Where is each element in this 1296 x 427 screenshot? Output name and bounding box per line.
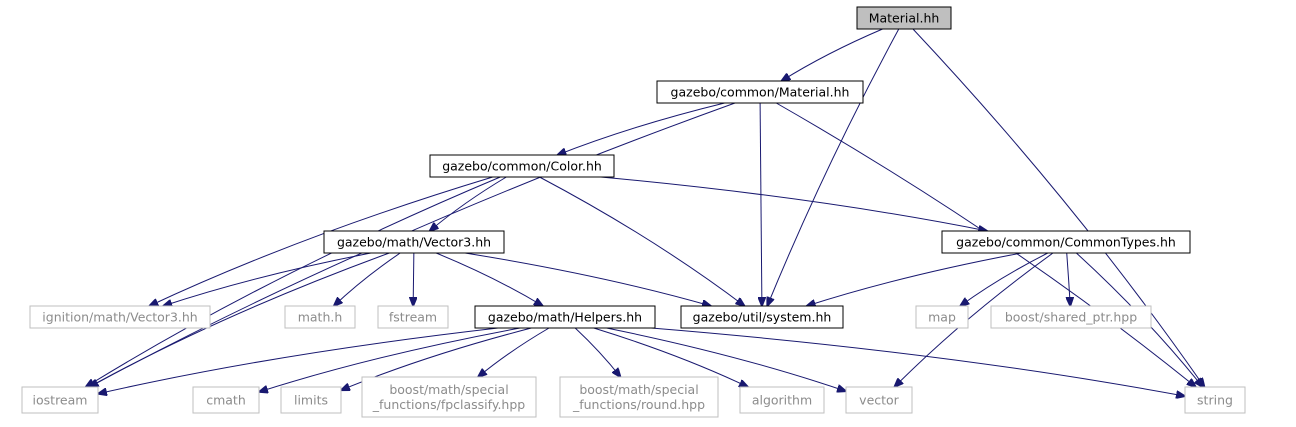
node-round: boost/math/special_functions/round.hpp — [559, 376, 719, 418]
edge-math_helpers-to-cmath — [259, 327, 521, 392]
edge-math_helpers-to-fpclassify — [478, 327, 550, 377]
node-label: ignition/math/Vector3.hh — [42, 310, 197, 325]
node-box — [915, 305, 969, 329]
edge-common_color-to-ign_vector3 — [149, 176, 493, 306]
node-box — [845, 386, 913, 414]
node-box — [280, 386, 342, 414]
node-layer: Material.hh gazebo/common/Material.hh gaze… — [21, 6, 1246, 418]
node-box — [29, 305, 211, 329]
node-map: map — [915, 305, 969, 329]
node-label: gazebo/util/system.hh — [693, 310, 832, 325]
edge-math_vector3-to-ign_vector3 — [163, 252, 371, 306]
node-label: map — [928, 310, 956, 325]
edge-math_helpers-to-vector — [606, 327, 846, 391]
edge-math_vector3-to-math_helpers — [435, 252, 543, 306]
edge-material_hh-to-util_system — [767, 28, 900, 306]
node-math_vector3[interactable]: gazebo/math/Vector3.hh — [323, 230, 505, 254]
edge-common_material-to-util_system — [760, 102, 762, 306]
edge-math_vector3-to-math_h — [334, 252, 401, 306]
edge-common_types-to-map — [960, 252, 1049, 306]
edge-math_helpers-to-algorithm — [593, 327, 748, 387]
node-box — [429, 154, 615, 178]
node-common_types[interactable]: gazebo/common/CommonTypes.hh — [941, 230, 1191, 254]
edge-common_color-to-util_system — [539, 176, 744, 306]
node-label: gazebo/math/Helpers.hh — [488, 310, 642, 325]
edge-material_hh-to-string — [912, 28, 1204, 387]
node-box — [21, 386, 99, 414]
node-label: gazebo/common/Material.hh — [671, 85, 850, 100]
node-vector: vector — [845, 386, 913, 414]
node-common_material[interactable]: gazebo/common/Material.hh — [656, 80, 864, 104]
node-label: math.h — [298, 310, 343, 325]
edge-common_color-to-math_vector3 — [430, 176, 507, 231]
node-box — [1184, 386, 1246, 414]
node-util_system[interactable]: gazebo/util/system.hh — [680, 305, 844, 329]
node-box — [990, 305, 1152, 329]
node-label: boost/math/special — [579, 382, 698, 397]
edge-common_types-to-util_system — [807, 252, 1022, 306]
edge-math_helpers-to-round — [574, 327, 620, 377]
node-label: gazebo/common/Color.hh — [442, 159, 602, 174]
node-box — [680, 305, 844, 329]
node-label: algorithm — [752, 393, 812, 408]
node-box — [474, 305, 656, 329]
node-string: string — [1184, 386, 1246, 414]
edge-common_types-to-vector — [894, 252, 1054, 387]
node-label: _functions/round.hpp — [572, 397, 705, 412]
node-label: string — [1197, 393, 1233, 408]
edge-math_vector3-to-util_system — [464, 252, 711, 306]
node-label: gazebo/math/Vector3.hh — [337, 235, 491, 250]
node-label: Material.hh — [869, 11, 940, 26]
node-fstream: fstream — [377, 305, 449, 329]
edge-math_helpers-to-string — [651, 327, 1185, 396]
node-box — [323, 230, 505, 254]
node-label: cmath — [206, 393, 246, 408]
node-common_color[interactable]: gazebo/common/Color.hh — [429, 154, 615, 178]
node-box — [739, 386, 825, 414]
node-cmath: cmath — [192, 386, 260, 414]
node-ign_vector3: ignition/math/Vector3.hh — [29, 305, 211, 329]
edge-common_material-to-common_color — [557, 102, 725, 155]
node-algorithm: algorithm — [739, 386, 825, 414]
node-box — [377, 305, 449, 329]
node-label: limits — [294, 393, 328, 408]
edge-math_vector3-to-iostream — [89, 252, 390, 387]
edge-common_color-to-common_types — [600, 176, 988, 231]
node-fpclassify: boost/math/special_functions/fpclassify.… — [361, 376, 537, 418]
node-label: iostream — [33, 393, 88, 408]
node-box — [941, 230, 1191, 254]
node-label: gazebo/common/CommonTypes.hh — [956, 235, 1176, 250]
node-math_h: math.h — [284, 305, 356, 329]
edge-common_color-to-iostream — [86, 176, 501, 387]
node-label: fstream — [389, 310, 437, 325]
node-box — [284, 305, 356, 329]
node-label: boost/shared_ptr.hpp — [1005, 310, 1137, 325]
edge-math_vector3-to-fstream — [413, 252, 414, 306]
node-box — [656, 80, 864, 104]
node-material_hh: Material.hh — [856, 6, 952, 30]
node-box — [361, 376, 537, 418]
node-shared_ptr: boost/shared_ptr.hpp — [990, 305, 1152, 329]
edge-layer — [86, 28, 1205, 396]
edge-material_hh-to-common_material — [781, 28, 883, 81]
edge-common_types-to-shared_ptr — [1067, 252, 1071, 306]
node-math_helpers[interactable]: gazebo/math/Helpers.hh — [474, 305, 656, 329]
node-iostream: iostream — [21, 386, 99, 414]
node-box — [192, 386, 260, 414]
node-box — [856, 6, 952, 30]
node-limits: limits — [280, 386, 342, 414]
node-label: vector — [859, 393, 900, 408]
node-label: boost/math/special — [389, 382, 508, 397]
node-label: _functions/fpclassify.hpp — [372, 397, 526, 412]
node-box — [559, 376, 719, 418]
edge-math_helpers-to-iostream — [98, 327, 499, 394]
